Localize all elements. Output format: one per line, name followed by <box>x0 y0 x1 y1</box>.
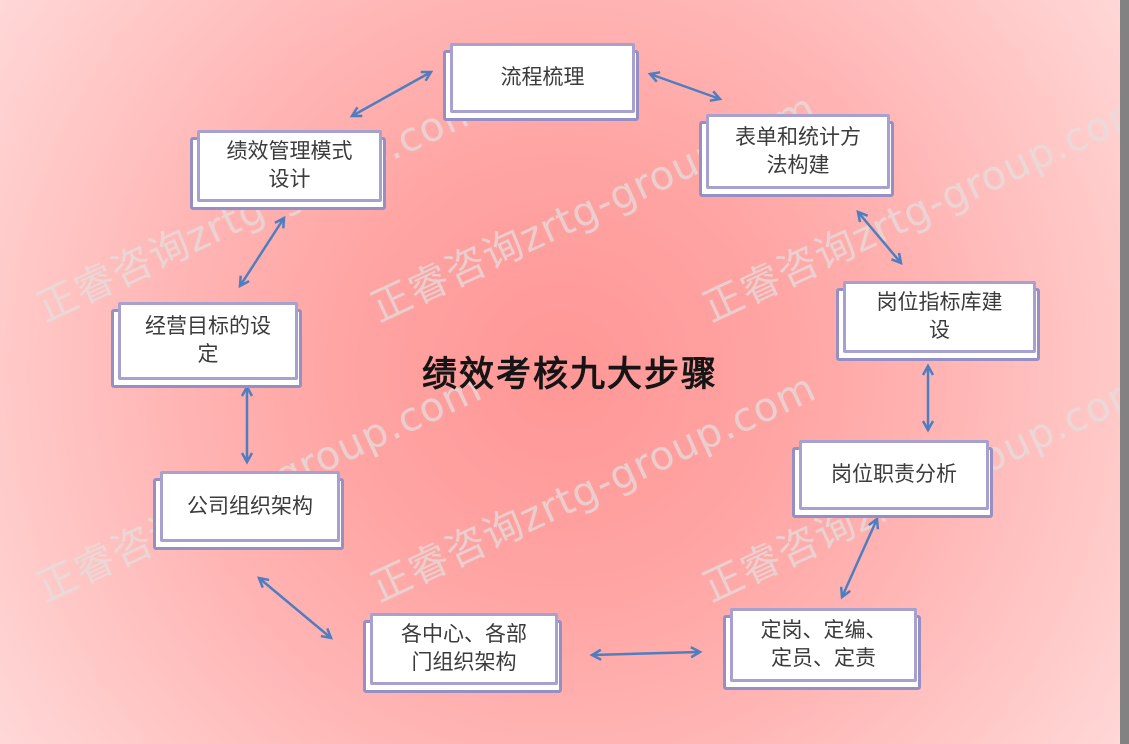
step-box-face: 岗位指标库建 设 <box>843 281 1036 353</box>
step-box-company-structure: 公司组织架构 <box>153 471 344 550</box>
step-box-department-structure: 各中心、各部 门组织架构 <box>363 613 562 693</box>
step-box-face: 表单和统计方 法构建 <box>706 114 890 189</box>
step-label-line: 岗位指标库建 <box>876 290 1003 315</box>
step-box-face: 岗位职责分析 <box>799 440 989 510</box>
step-label-line: 设 <box>929 318 950 342</box>
step-label-line: 经营目标的设 <box>145 314 271 339</box>
window-gutter <box>1120 0 1129 744</box>
step-box-face: 定岗、定编、 定员、定责 <box>730 608 917 682</box>
step-label-line: 法构建 <box>766 152 830 177</box>
double-arrow-goals-to-model <box>240 218 284 286</box>
step-label-line: 表单和统计方 <box>735 124 861 149</box>
step-box-face: 绩效管理模式 设计 <box>197 130 382 202</box>
step-label-line: 定 <box>197 342 219 366</box>
step-label-line: 绩效管理模式 <box>226 139 353 164</box>
step-label-line: 门组织架构 <box>411 650 517 674</box>
double-arrow-model-to-process <box>352 72 431 116</box>
step-box-business-goals: 经营目标的设 定 <box>111 302 302 388</box>
step-box-performance-model: 绩效管理模式 设计 <box>190 130 386 210</box>
double-arrow-responsibility-to-staffing <box>842 519 877 597</box>
step-box-face: 流程梳理 <box>450 43 635 113</box>
step-label-line: 公司组织架构 <box>187 493 313 518</box>
step-box-post-staffing: 定岗、定编、 定员、定责 <box>723 608 921 690</box>
step-box-face: 经营目标的设 定 <box>118 302 298 380</box>
diagram-title: 绩效考核九大步骤 <box>421 354 718 395</box>
double-arrow-process-to-forms <box>650 74 720 99</box>
double-arrow-departments-to-company <box>259 578 331 638</box>
step-label-line: 岗位职责分析 <box>831 462 957 487</box>
step-box-face: 公司组织架构 <box>160 471 340 542</box>
step-box-form-statistics: 表单和统计方 法构建 <box>699 114 894 197</box>
step-label-line: 定岗、定编、 <box>760 618 887 643</box>
step-label-line: 设计 <box>268 167 311 191</box>
step-label-line: 定员、定责 <box>771 646 876 670</box>
step-box-face: 各中心、各部 门组织架构 <box>370 613 558 685</box>
step-box-indicator-library: 岗位指标库建 设 <box>836 281 1040 361</box>
step-label-line: 流程梳理 <box>500 65 585 90</box>
step-box-job-responsibility: 岗位职责分析 <box>792 440 993 518</box>
step-label-line: 各中心、各部 <box>401 622 527 647</box>
double-arrow-staffing-to-departments <box>592 652 700 655</box>
step-box-process-review: 流程梳理 <box>443 43 639 121</box>
double-arrow-forms-to-indicators <box>858 212 901 263</box>
